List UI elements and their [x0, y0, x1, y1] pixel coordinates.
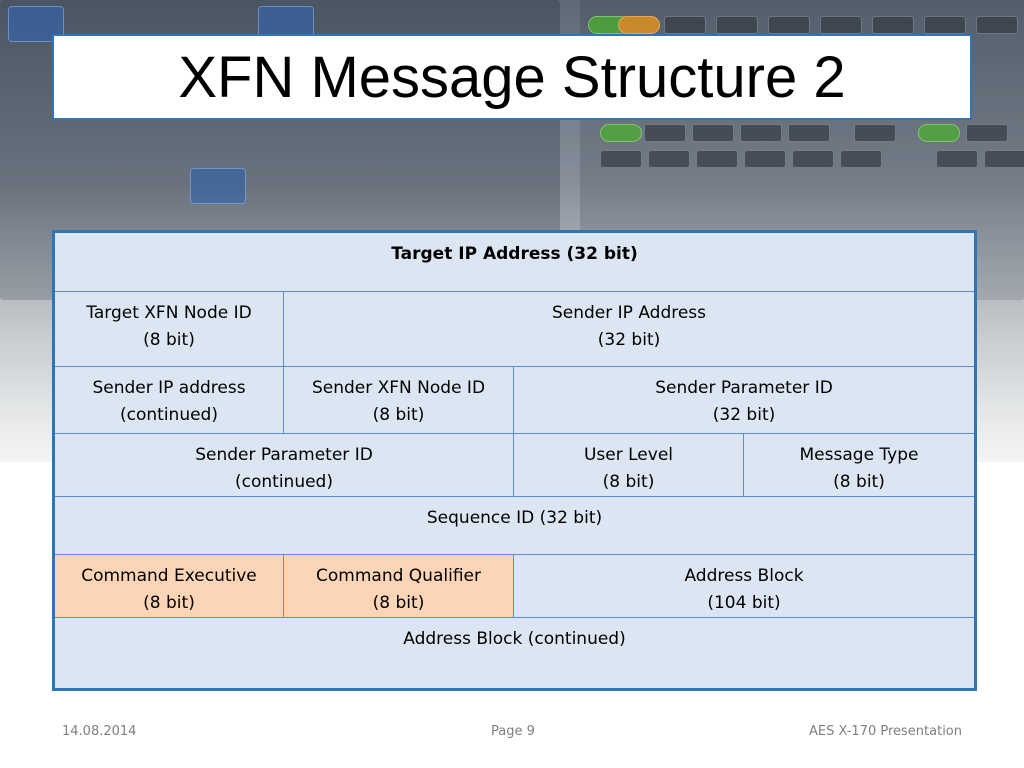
table-row: Sequence ID (32 bit)	[52, 496, 977, 555]
table-cell-sequence-id: Sequence ID (32 bit)	[52, 496, 977, 555]
table-cell-sender-parameter-id-continued: Sender Parameter ID (continued)	[53, 433, 514, 497]
table-cell-sender-parameter-id: Sender Parameter ID (32 bit)	[512, 366, 977, 434]
table-cell-sender-ip-continued: Sender IP address (continued)	[53, 366, 284, 434]
table-cell-user-level: User Level (8 bit)	[513, 433, 744, 497]
table-row: Target IP Address (32 bit)	[52, 231, 977, 292]
footer-page-number: Page 9	[491, 724, 535, 739]
page-title: XFN Message Structure 2	[178, 44, 846, 110]
table-cell-sender-node-id: Sender XFN Node ID (8 bit)	[283, 366, 514, 434]
table-row: Address Block (continued)	[52, 617, 977, 690]
table-cell-address-block-continued: Address Block (continued)	[52, 617, 977, 690]
title-box: XFN Message Structure 2	[52, 34, 972, 120]
table-cell-command-executive: Command Executive (8 bit)	[53, 554, 284, 618]
table-cell-command-qualifier: Command Qualifier (8 bit)	[283, 554, 514, 618]
table-cell-target-node-id: Target XFN Node ID (8 bit)	[53, 291, 284, 367]
footer-presentation-title: AES X-170 Presentation	[808, 724, 962, 739]
table-row: Command Executive (8 bit) Command Qualif…	[53, 554, 977, 618]
table-row: Sender Parameter ID (continued) User Lev…	[53, 433, 977, 497]
table-cell-sender-ip: Sender IP Address (32 bit)	[282, 291, 977, 367]
table-row: Sender IP address (continued) Sender XFN…	[53, 366, 977, 434]
table-cell-target-ip: Target IP Address (32 bit)	[52, 231, 977, 292]
footer-date: 14.08.2014	[62, 724, 137, 739]
table-row: Target XFN Node ID (8 bit) Sender IP Add…	[53, 291, 977, 367]
table-cell-address-block: Address Block (104 bit)	[512, 554, 977, 618]
table-cell-message-type: Message Type (8 bit)	[742, 433, 977, 497]
message-structure-table: Target IP Address (32 bit) Target XFN No…	[52, 230, 978, 691]
